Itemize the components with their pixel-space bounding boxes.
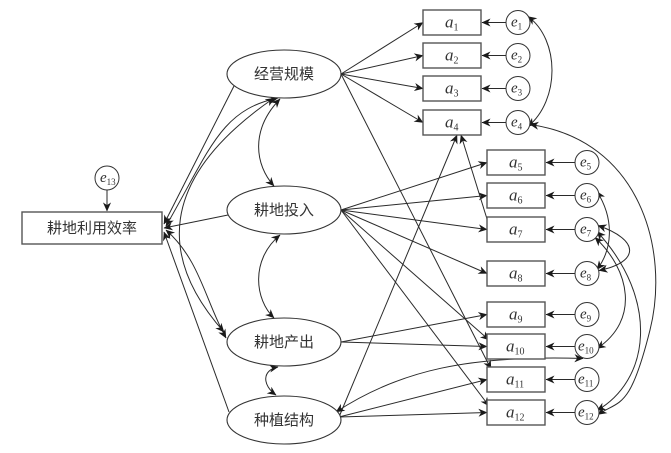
error-label-e6: e6 [580, 188, 592, 205]
indicator-node-a10 [486, 333, 546, 360]
latent-node-L1 [226, 49, 342, 99]
path-L1-Y [163, 85, 235, 225]
loading-L4-a11 [338, 377, 488, 418]
error-node-e8 [574, 261, 600, 286]
error-node-e2 [505, 43, 531, 68]
loading-L1-a1 [340, 22, 424, 75]
error-node-e13 [94, 165, 120, 191]
latent-label-L3: 耕地产出 [254, 333, 314, 351]
error-node-e4 [505, 110, 531, 135]
error-node-e10 [574, 334, 600, 359]
loading-L3-a10 [340, 341, 488, 351]
cov-L1-L2 [258, 98, 281, 187]
error-label-e8: e8 [580, 266, 592, 283]
error-node-e11 [574, 367, 600, 392]
indicator-node-a2 [422, 42, 482, 69]
cov-e4-e12 [529, 121, 657, 415]
loading-L2-a6 [340, 192, 488, 211]
indicator-node-a4 [422, 109, 482, 136]
indicator-node-a11 [486, 366, 546, 393]
loading-L2-a8 [340, 209, 488, 274]
indicator-node-a7 [486, 216, 546, 243]
error-label-e2: e2 [511, 48, 522, 65]
loading-L4-a12 [338, 408, 488, 418]
error-node-e7 [574, 217, 600, 242]
error-label-e9: e9 [580, 307, 592, 324]
path-L2-Y [163, 214, 229, 231]
outcome-node-box [21, 211, 163, 245]
error-node-e5 [574, 150, 600, 175]
error-node-e9 [574, 302, 600, 327]
error-label-e5: e5 [580, 155, 592, 172]
cov-e1-e4 [527, 16, 553, 127]
cov-e7-e8 [597, 224, 630, 273]
loading-L1-a3 [340, 73, 424, 91]
latent-label-L2: 耕地投入 [254, 201, 314, 219]
latent-node-L2 [226, 185, 342, 235]
loading-L2-a10 [340, 209, 490, 341]
loading-L2-a7 [340, 209, 488, 233]
loading-L2-a12 [340, 209, 490, 407]
indicator-node-a5 [486, 149, 546, 176]
cov-L3-L4 [265, 364, 279, 396]
error-label-e7: e7 [580, 222, 592, 239]
loading-a7-a4 [459, 134, 488, 220]
loading-L1-a2 [340, 53, 424, 75]
loading-L3-a9 [340, 312, 488, 343]
indicator-node-a8 [486, 260, 546, 287]
cov-e7-e12 [596, 231, 641, 411]
indicator-node-a3 [422, 75, 482, 102]
indicator-node-a1 [422, 9, 482, 36]
loading-L1-a4 [340, 73, 424, 123]
latent-label-L1: 经营规模 [254, 65, 314, 83]
error-label-e3: e3 [511, 81, 523, 98]
error-node-e3 [505, 76, 531, 101]
error-node-e6 [574, 183, 600, 208]
path-L4-Y [163, 231, 230, 413]
loading-L2-a5 [340, 161, 488, 211]
error-node-e1 [505, 10, 531, 35]
latent-node-L3 [226, 317, 342, 367]
error-label-e4: e4 [511, 115, 523, 132]
latent-label-L4: 种植结构 [254, 411, 314, 429]
error-node-e12 [574, 400, 600, 425]
error-label-e1: e1 [511, 15, 522, 32]
indicator-node-a6 [486, 182, 546, 209]
outcome-label: 耕地利用效率 [47, 219, 137, 237]
loading-L4-a4 [338, 134, 458, 418]
indicator-node-a12 [486, 399, 546, 426]
indicator-node-a9 [486, 301, 546, 328]
latent-node-L4 [226, 395, 342, 445]
cov-L2-L3 [258, 234, 281, 319]
cov-L1-L3 [178, 97, 275, 333]
cov-e7-e10 [594, 237, 626, 349]
edges-layer [102, 16, 657, 418]
